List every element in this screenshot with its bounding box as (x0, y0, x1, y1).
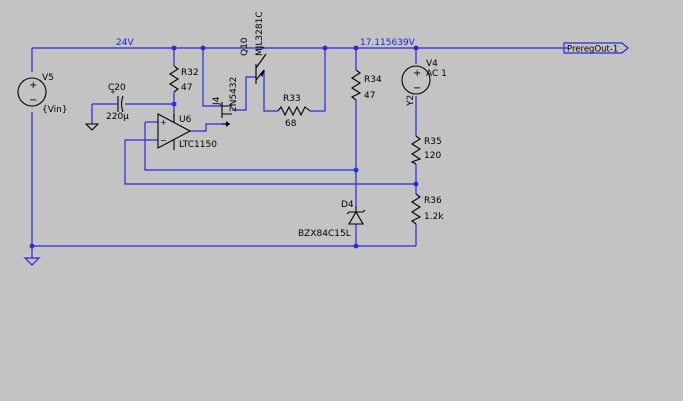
junction-dot (353, 45, 359, 51)
u6-value: LTC1150 (179, 140, 217, 150)
wire-opamp-out[interactable] (190, 123, 230, 132)
r32-value: 47 (181, 83, 192, 93)
junction-dot (353, 167, 359, 173)
capacitor-curved-plate-icon (120, 95, 124, 113)
svg-text:−: − (160, 136, 167, 145)
y2-ref: Y2 (406, 95, 416, 107)
component-r36[interactable]: R36 1.2k (410, 193, 444, 225)
ground-symbol-main (23, 257, 41, 266)
output-port[interactable]: PreregOut-1 (563, 42, 629, 55)
component-q10[interactable]: Q10 MJL3281C (240, 11, 267, 84)
component-r34[interactable]: R34 47 (350, 69, 382, 101)
net-label-node-voltage: 17.115639V (360, 38, 416, 48)
r36-ref: R36 (424, 196, 442, 206)
r34-value: 47 (364, 91, 375, 101)
r34-ref: R34 (364, 75, 382, 85)
component-r35[interactable]: R35 120 (410, 135, 442, 165)
resistor-icon (410, 135, 422, 165)
q10-ref: Q10 (240, 37, 250, 56)
r33-ref: R33 (283, 94, 301, 104)
junction-dot (322, 45, 328, 51)
output-port-label: PreregOut-1 (567, 45, 618, 55)
resistor-icon (168, 65, 180, 93)
component-r32[interactable]: R32 47 (168, 65, 199, 93)
wire-feedback-r34[interactable] (144, 122, 356, 171)
ground-icon (84, 123, 100, 131)
svg-text:−: − (29, 95, 37, 106)
zener-diode-icon (348, 210, 364, 225)
wire-feedback-divider[interactable] (124, 139, 416, 185)
c20-value: 220µ (106, 112, 129, 122)
opamp-icon (157, 113, 192, 149)
wire-r33-right[interactable] (310, 48, 326, 112)
v4-value: AC 1 (426, 69, 447, 79)
svg-text:+: + (160, 118, 167, 127)
ground-symbol-c20 (84, 123, 100, 131)
component-r33[interactable]: R33 68 (277, 94, 311, 129)
junctions (29, 45, 419, 249)
q10-value: MJL3281C (255, 11, 265, 56)
junction-dot (413, 181, 419, 187)
component-c20[interactable]: + C20 220µ (106, 83, 129, 122)
v4-ref: V4 (426, 59, 438, 69)
junction-dot (171, 45, 177, 51)
wire-q10-emitter[interactable] (263, 70, 278, 112)
component-d4[interactable]: D4 BZX84C15L (298, 200, 366, 239)
v5-ref: V5 (42, 73, 54, 83)
r33-value: 68 (285, 119, 297, 129)
resistor-icon (350, 69, 362, 101)
j4-value: 2N5432 (229, 77, 239, 112)
output-port-flag-icon (563, 42, 629, 54)
component-v5[interactable]: + − V5 {Vin} (17, 73, 68, 115)
wire-j4-to-q10-base[interactable] (232, 76, 256, 111)
svg-text:−: − (413, 83, 421, 94)
r35-value: 120 (424, 151, 441, 161)
component-j4[interactable]: J4 2N5432 (212, 77, 239, 127)
junction-dot (200, 45, 206, 51)
ground-icon (23, 257, 41, 266)
r36-value: 1.2k (424, 212, 444, 222)
svg-text:+: + (110, 88, 116, 96)
wire-c20-left[interactable] (91, 103, 118, 124)
resistor-icon (410, 193, 422, 225)
wires (31, 47, 568, 258)
r32-ref: R32 (181, 68, 199, 78)
junction-dot (29, 243, 35, 249)
svg-text:+: + (29, 80, 37, 91)
resistor-icon (277, 105, 311, 117)
junction-dot (171, 101, 177, 107)
v5-value: {Vin} (42, 105, 68, 115)
svg-text:+: + (413, 68, 421, 79)
component-v4[interactable]: + − V4 AC 1 Y2 (401, 59, 447, 107)
d4-value: BZX84C15L (298, 229, 351, 239)
voltage-source-icon (401, 65, 431, 95)
junction-dot (353, 243, 359, 249)
j4-ref: J4 (212, 96, 222, 106)
u6-ref: U6 (179, 115, 192, 125)
wire-j4-drain[interactable] (202, 48, 222, 107)
voltage-source-icon (17, 77, 47, 107)
c20-ref: C20 (108, 83, 126, 93)
r35-ref: R35 (424, 137, 442, 147)
d4-ref: D4 (341, 200, 354, 210)
junction-dot (413, 45, 419, 51)
net-label-supply: 24V (116, 38, 134, 48)
component-u6[interactable]: + − U6 LTC1150 (157, 113, 217, 150)
